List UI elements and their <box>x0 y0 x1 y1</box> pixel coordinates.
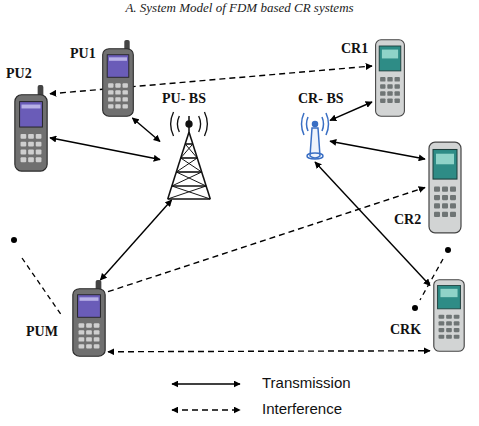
antenna-icon <box>300 110 330 162</box>
cognitive-radio-phone: CR2 <box>425 140 465 235</box>
ellipsis-dot <box>412 305 418 311</box>
base-station-tower: PU- BS <box>160 110 218 200</box>
cr-icon <box>372 38 408 118</box>
interference-link <box>108 351 430 352</box>
transmission-link <box>330 141 425 159</box>
interference-link <box>108 188 425 292</box>
node-label: PU2 <box>6 66 32 82</box>
cr-icon <box>425 140 465 235</box>
legend-sample-line <box>172 383 240 384</box>
cr-base-station: CR- BS <box>300 110 330 162</box>
node-label: CR2 <box>394 212 421 228</box>
legend-entry: Transmission <box>262 374 351 392</box>
pu-icon <box>12 85 50 173</box>
legend-label: Interference <box>262 400 342 417</box>
ellipsis-dot <box>445 247 451 253</box>
node-label: PU- BS <box>162 91 206 107</box>
primary-user-phone: PU2 <box>12 85 50 173</box>
ellipsis-line <box>22 258 62 316</box>
transmission-link <box>50 138 160 160</box>
cognitive-radio-phone: CRK <box>430 278 468 353</box>
tower-icon <box>160 110 218 200</box>
pu-icon <box>100 40 136 118</box>
ellipsis-dot <box>11 237 17 243</box>
transmission-link <box>100 200 171 280</box>
node-label: CR- BS <box>298 91 344 107</box>
node-label: PUM <box>26 324 58 340</box>
interference-link <box>50 66 372 94</box>
cognitive-radio-phone: CR1 <box>372 38 408 118</box>
node-label: PU1 <box>70 46 96 62</box>
legend-sample-line <box>172 409 240 410</box>
pu-icon <box>70 280 108 358</box>
node-label: CR1 <box>341 41 368 57</box>
figure-title: A. System Model of FDM based CR systems <box>0 0 479 16</box>
legend-entry: Interference <box>262 400 342 418</box>
legend-label: Transmission <box>262 374 351 391</box>
primary-user-phone: PU1 <box>100 40 136 118</box>
node-label: CRK <box>390 322 421 338</box>
transmission-link <box>132 118 160 142</box>
primary-user-phone: PUM <box>70 280 108 358</box>
cr-icon <box>430 278 468 353</box>
transmission-link <box>315 162 430 286</box>
